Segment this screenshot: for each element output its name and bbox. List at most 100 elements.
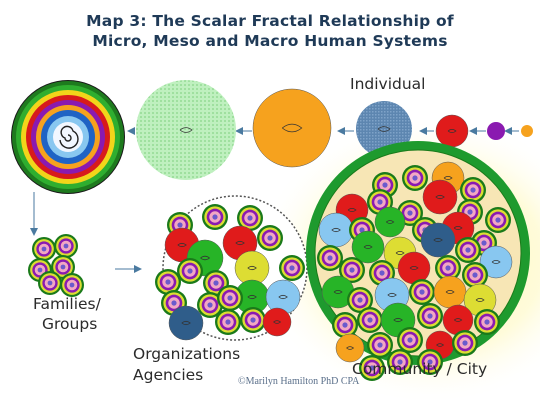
solid-circle xyxy=(374,206,406,238)
core xyxy=(41,246,47,252)
core xyxy=(427,313,433,319)
families-cluster xyxy=(28,234,84,297)
solid-circle xyxy=(422,179,458,215)
micro-system-circle xyxy=(359,355,385,381)
micro-system-circle xyxy=(367,332,393,358)
swirl-icon xyxy=(278,294,288,300)
core xyxy=(377,199,383,205)
micro-system-circle xyxy=(417,349,443,375)
organizations-cluster xyxy=(155,195,308,341)
swirl-icon xyxy=(386,220,395,224)
core xyxy=(289,265,295,271)
swirl-icon xyxy=(387,292,397,298)
fill-circle xyxy=(335,333,365,363)
micro-system-circle xyxy=(54,234,78,258)
solid-circle xyxy=(321,275,355,309)
core xyxy=(465,247,471,253)
solid-circle xyxy=(433,275,467,309)
core xyxy=(382,182,388,188)
micro-system-circle xyxy=(435,255,461,281)
fill-circle xyxy=(168,305,204,341)
fill-circle xyxy=(265,279,301,315)
solid-circle xyxy=(335,333,365,363)
swirl-icon xyxy=(181,320,191,326)
micro-system-circle xyxy=(402,165,428,191)
core xyxy=(472,272,478,278)
swirl-icon xyxy=(491,260,501,264)
fill-circle xyxy=(374,206,406,238)
label-agencies: Agencies xyxy=(133,366,204,384)
core xyxy=(377,342,383,348)
core xyxy=(397,359,403,365)
solid-circle xyxy=(265,279,301,315)
micro-system-circle xyxy=(177,258,203,284)
core xyxy=(462,340,468,346)
swirl-icon xyxy=(333,290,343,294)
fill-circle xyxy=(318,212,354,248)
core xyxy=(165,279,171,285)
swirl-icon xyxy=(395,251,405,255)
core xyxy=(445,265,451,271)
micro-system-circle xyxy=(339,257,365,283)
swirl-icon xyxy=(377,126,391,132)
micro-system-circle xyxy=(217,285,243,311)
core xyxy=(407,210,413,216)
micro-system-circle xyxy=(38,271,62,295)
micro-system-circle xyxy=(357,307,383,333)
core xyxy=(484,319,490,325)
micro-system-circle xyxy=(409,279,435,305)
spiral-icon xyxy=(59,125,79,149)
swirl-icon xyxy=(445,290,455,294)
micro-system-circle xyxy=(215,309,241,335)
core xyxy=(60,264,66,270)
swirl-icon xyxy=(331,227,341,233)
individual-circle-2 xyxy=(487,122,505,140)
micro-system-circle xyxy=(32,237,56,261)
core xyxy=(369,365,375,371)
micro-system-circle xyxy=(460,177,486,203)
core xyxy=(427,359,433,365)
core xyxy=(412,175,418,181)
fill-circle xyxy=(435,114,469,148)
solid-circle xyxy=(252,88,332,168)
label-organizations: Organizations xyxy=(133,345,241,363)
swirl-icon xyxy=(435,194,445,200)
micro-system-circle xyxy=(240,307,266,333)
micro-system-circle xyxy=(455,237,481,263)
solid-circle xyxy=(420,222,456,258)
solid-circle xyxy=(262,307,292,337)
swirl-icon xyxy=(200,255,211,261)
core xyxy=(63,243,69,249)
micro-system-circle xyxy=(347,287,373,313)
core xyxy=(69,282,75,288)
core xyxy=(187,268,193,274)
label-families: Families/ xyxy=(33,295,101,313)
micro-system-circle xyxy=(237,205,263,231)
core xyxy=(407,337,413,343)
individual-circle-1 xyxy=(521,125,533,137)
spiral-circle xyxy=(11,80,125,194)
swirl-icon xyxy=(454,318,463,322)
fill-circle xyxy=(422,179,458,215)
fill-circle xyxy=(420,222,456,258)
micro-system-circle xyxy=(397,327,423,353)
fill-circle xyxy=(252,88,332,168)
micro-system-circle xyxy=(155,269,181,295)
core xyxy=(327,255,333,261)
dotted-green-circle xyxy=(136,80,236,180)
label-individual: Individual xyxy=(350,75,426,93)
micro-system-circle xyxy=(332,312,358,338)
community-inner-edge xyxy=(314,149,522,357)
core xyxy=(419,289,425,295)
swirl-icon xyxy=(447,129,457,133)
micro-system-circle xyxy=(197,292,223,318)
swirl-icon xyxy=(177,242,187,248)
core xyxy=(225,319,231,325)
core xyxy=(47,280,53,286)
solid-circle xyxy=(479,245,513,279)
micro-system-circle xyxy=(51,255,75,279)
core xyxy=(267,235,273,241)
swirl-icon xyxy=(179,127,193,133)
swirl-icon xyxy=(453,226,463,230)
micro-system-circle xyxy=(257,225,283,251)
